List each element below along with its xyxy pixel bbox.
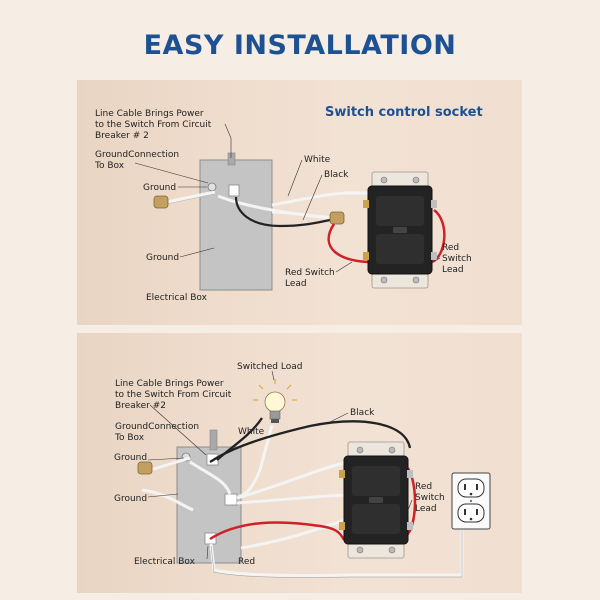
label-red-switch-lead: Red Switch Lead [415,482,448,514]
label-line-cable: Line Cable Brings Power to the Switch Fr… [115,379,234,411]
page-title: EASY INSTALLATION [143,30,457,61]
label-black: Black [350,408,375,418]
label-red-switch-lead-right: Red Switch Lead [442,243,475,275]
wire-nut-icon [137,461,153,475]
label-red-switch-lead-left: Red Switch Lead [285,268,338,289]
switch-control-panel [77,80,522,325]
label-ground-top: Ground [143,183,176,193]
label-ground-top: Ground [114,453,147,463]
wire-nut-icon [153,195,169,209]
wire-nut-icon [329,211,345,225]
light-bulb-icon [253,379,297,423]
label-ground-connection: GroundConnection To Box [94,150,182,171]
label-red: Red [238,557,255,567]
label-black: Black [324,170,349,180]
diagram-2: Switched Load Line Cable Brings Power to… [114,362,491,578]
label-ground-bottom: Ground [114,494,147,504]
label-line-cable: Line Cable Brings Power to the Switch Fr… [95,109,214,141]
label-electrical-box: Electrical Box [134,557,196,567]
gfci-switch-icon [362,171,438,289]
label-white: White [238,427,265,437]
label-ground-connection: GroundConnection To Box [114,422,202,443]
label-white: White [304,155,331,165]
panel-heading: Switch control socket [325,105,483,120]
label-switched-load: Switched Load [237,362,302,372]
gfci-switch-icon [338,441,414,559]
label-ground-bottom: Ground [146,253,179,263]
outlet-icon [451,472,491,530]
electrical-box [199,159,273,291]
label-electrical-box: Electrical Box [146,293,208,303]
diagram-1: Line Cable Brings Power to the Switch Fr… [94,109,475,303]
ground-screw-icon [207,182,217,192]
